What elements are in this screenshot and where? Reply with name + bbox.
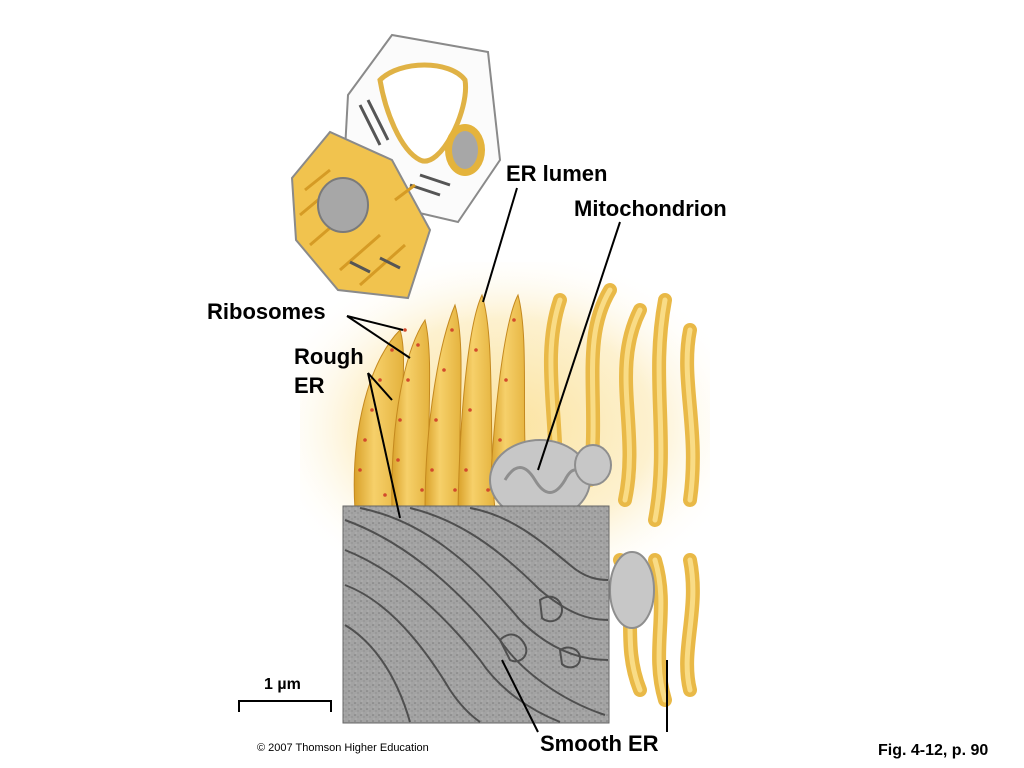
- label-smooth-er: Smooth ER: [540, 731, 659, 756]
- rough-er-leader-2: [367, 372, 393, 401]
- label-rough-er-line1: Rough: [294, 344, 364, 369]
- scale-bar-label: 1 µm: [264, 676, 301, 693]
- label-rough-er-line2: ER: [294, 373, 325, 398]
- ribosomes-leader-1: [346, 315, 404, 331]
- leader-lines: [346, 187, 668, 733]
- copyright-text: © 2007 Thomson Higher Education: [257, 742, 429, 754]
- ribosomes-leader-2: [346, 315, 411, 359]
- mitochondrion-leader: [537, 221, 621, 471]
- cell-illustration-front: [290, 130, 432, 300]
- scale-bar: [238, 700, 332, 712]
- er-lumen-leader: [482, 187, 518, 303]
- electron-micrograph: [342, 505, 610, 724]
- ribosome-dots: [358, 318, 516, 497]
- label-er-lumen: ER lumen: [506, 161, 608, 186]
- mitochondria-illustration: [489, 439, 655, 629]
- figure-reference: Fig. 4-12, p. 90: [878, 742, 989, 759]
- smooth-er-leader-1: [501, 659, 539, 733]
- label-mitochondrion: Mitochondrion: [574, 196, 727, 221]
- label-ribosomes: Ribosomes: [207, 299, 326, 324]
- rough-er-leader-1: [367, 372, 401, 519]
